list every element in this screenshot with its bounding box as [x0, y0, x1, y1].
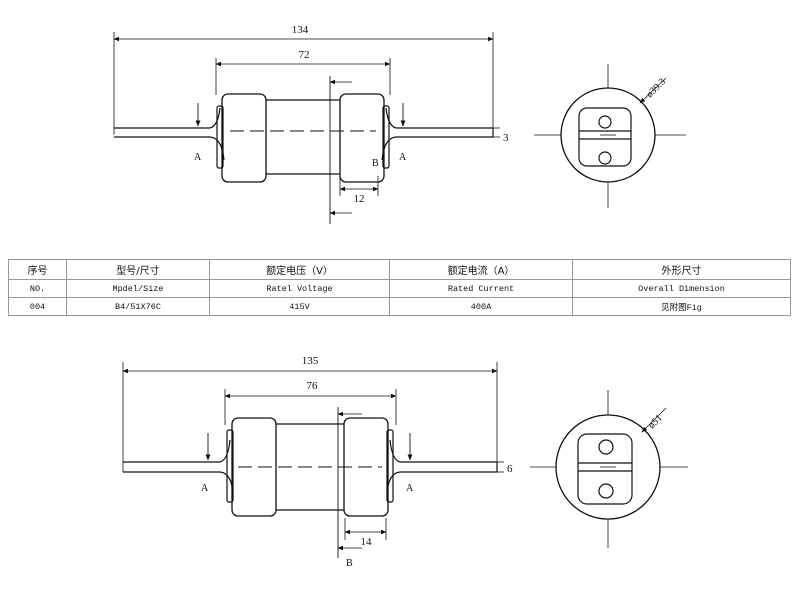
top-label-b: B — [372, 158, 379, 169]
th-dimension-cn: 外形尺寸 — [572, 259, 791, 280]
cell-dimension: 见附图Fig — [572, 297, 791, 316]
table-header-en: NO. Mpdel/Size Ratel Voltage Rated Curre… — [8, 279, 791, 298]
bottom-diameter-dimension: ø51 — [646, 413, 664, 431]
bottom-label-a-right: A — [406, 483, 414, 494]
th-current-cn: 额定电流（A） — [389, 259, 573, 280]
bottom-thickness-dimension: 6 — [507, 463, 513, 475]
top-label-a-left: A — [194, 152, 202, 163]
th-model-en: Mpdel/Size — [66, 279, 210, 298]
top-side-view — [113, 32, 500, 224]
top-end-view — [534, 64, 686, 208]
th-dimension-en: Overall Dimension — [572, 279, 791, 298]
spec-table: 序号 型号/尺寸 额定电压（V） 额定电流（A） 外形尺寸 NO. Mpdel/… — [8, 259, 791, 316]
th-model-cn: 型号/尺寸 — [66, 259, 210, 280]
top-overall-dimension: 134 — [292, 24, 309, 36]
bottom-label-a-left: A — [201, 483, 209, 494]
th-no-cn: 序号 — [8, 259, 67, 280]
th-no-en: NO. — [8, 279, 67, 298]
cell-voltage: 415V — [209, 297, 390, 316]
top-body-dimension: 72 — [299, 49, 310, 61]
bottom-label-b: B — [346, 558, 353, 569]
bottom-end-view — [530, 390, 688, 548]
cell-current: 400A — [389, 297, 573, 316]
cell-model: B4/51X76C — [66, 297, 210, 316]
bottom-body-dimension: 76 — [307, 380, 319, 392]
cell-no: 004 — [8, 297, 67, 316]
top-inner-dimension: 12 — [354, 193, 365, 205]
th-voltage-en: Ratel Voltage — [209, 279, 390, 298]
table-header-cn: 序号 型号/尺寸 额定电压（V） 额定电流（A） 外形尺寸 — [8, 259, 791, 280]
bottom-side-view — [122, 362, 504, 558]
top-label-a-right: A — [399, 152, 407, 163]
top-thickness-dimension: 3 — [503, 132, 509, 144]
table-row: 004 B4/51X76C 415V 400A 见附图Fig — [8, 297, 791, 316]
th-current-en: Rated Current — [389, 279, 573, 298]
bottom-inner-dimension: 14 — [361, 536, 373, 548]
th-voltage-cn: 额定电压（V） — [209, 259, 390, 280]
bottom-overall-dimension: 135 — [302, 355, 319, 367]
